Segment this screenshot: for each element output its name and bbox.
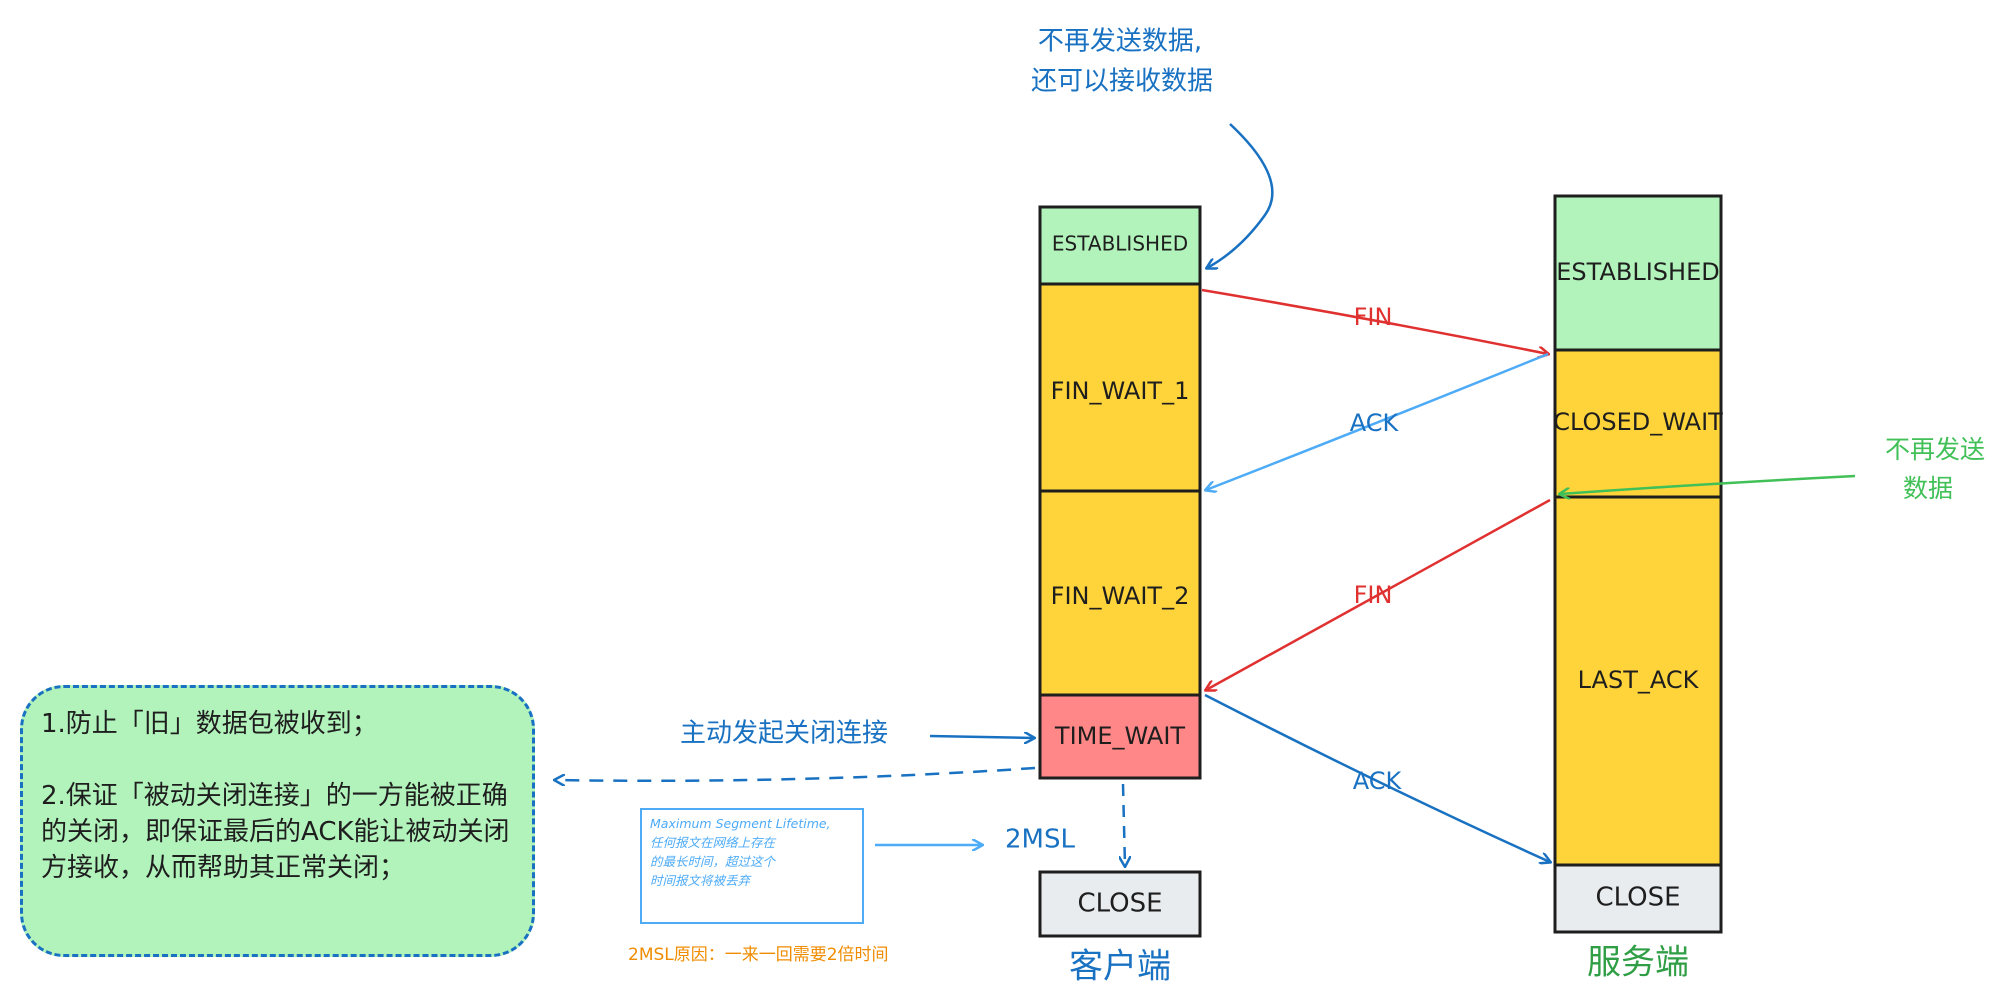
client-established-box	[1038, 205, 1202, 286]
server-established-label: ESTABLISHED	[1556, 258, 1719, 286]
ack-arrow-1-label: ACK	[1350, 409, 1400, 437]
reason-2: 2.保证「被动关闭连接」的一方能被正确的关闭，即保证最后的ACK能让被动关闭方接…	[41, 781, 510, 883]
client-established-label: ESTABLISHED	[1052, 232, 1188, 256]
server-column: ESTABLISHED CLOSED_WAIT LAST_ACK CLOSE 服…	[1553, 194, 1723, 983]
client-title: 客户端	[1069, 947, 1171, 987]
fin-arrow-2	[1206, 498, 1551, 690]
ack-arrow-2	[1204, 693, 1550, 862]
client-fin-wait-1-box	[1038, 282, 1202, 493]
fin-arrow-2-label: FIN	[1354, 581, 1393, 609]
ack-arrow-2-label: ACK	[1353, 767, 1403, 795]
fin-arrow-1-label: FIN	[1354, 303, 1393, 331]
server-stop-note: 不再发送 数据	[1560, 435, 1985, 503]
active-close-label: 主动发起关闭连接	[680, 719, 888, 749]
client-time-wait-box	[1038, 693, 1202, 780]
two-msl-reason: 2MSL原因：一来一回需要2倍时间	[628, 945, 889, 965]
server-stop-note-line2: 数据	[1903, 474, 1953, 503]
server-closed-wait-label: CLOSED_WAIT	[1553, 408, 1723, 436]
msl-definition-box: Maximum Segment Lifetime, 任何报文在网络上存在 的最长…	[640, 808, 864, 924]
msl-line-3: 的最长时间，超过这个	[650, 854, 776, 869]
client-stop-note-line2: 还可以接收数据	[1031, 67, 1213, 97]
msl-line-4: 时间报文将被丢弃	[650, 873, 751, 888]
server-title: 服务端	[1587, 943, 1689, 983]
reason-dashed-arrow	[555, 766, 1036, 781]
client-stop-note: 不再发送数据, 还可以接收数据	[1031, 27, 1274, 269]
client-stop-note-arrow	[1207, 123, 1274, 268]
server-close-box	[1553, 863, 1723, 934]
time-wait-to-close-arrow	[1123, 783, 1125, 866]
client-fin-wait-2-label: FIN_WAIT_2	[1051, 582, 1190, 610]
reasons-box: 1.防止「旧」数据包被收到； 2.保证「被动关闭连接」的一方能被正确的关闭，即保…	[20, 685, 535, 957]
ack-arrow-1	[1206, 352, 1549, 490]
server-stop-note-arrow	[1560, 474, 1856, 494]
client-close-box	[1038, 870, 1202, 938]
active-close-arrow	[929, 736, 1034, 738]
client-fin-wait-1-label: FIN_WAIT_1	[1051, 377, 1190, 405]
active-close-note: 主动发起关闭连接	[680, 719, 1034, 749]
reason-1: 1.防止「旧」数据包被收到；	[41, 709, 378, 739]
client-close-label: CLOSE	[1077, 889, 1162, 919]
message-arrows: FIN ACK FIN ACK	[1201, 288, 1551, 862]
msl-line-2: 任何报文在网络上存在	[650, 835, 776, 850]
msl-line-1: Maximum Segment Lifetime,	[650, 816, 831, 831]
server-last-ack-box	[1553, 495, 1723, 867]
fin-arrow-1	[1201, 288, 1548, 354]
server-close-label: CLOSE	[1595, 883, 1680, 913]
client-fin-wait-2-box	[1038, 489, 1202, 697]
server-last-ack-label: LAST_ACK	[1578, 666, 1700, 694]
client-time-wait-label: TIME_WAIT	[1054, 722, 1186, 750]
two-msl-label: 2MSL	[1005, 825, 1075, 855]
server-stop-note-line1: 不再发送	[1885, 435, 1985, 464]
server-established-box	[1553, 194, 1723, 352]
client-stop-note-line1: 不再发送数据,	[1038, 27, 1202, 57]
reason-spacer	[41, 742, 514, 778]
client-column: ESTABLISHED FIN_WAIT_1 FIN_WAIT_2 TIME_W…	[1038, 205, 1202, 987]
